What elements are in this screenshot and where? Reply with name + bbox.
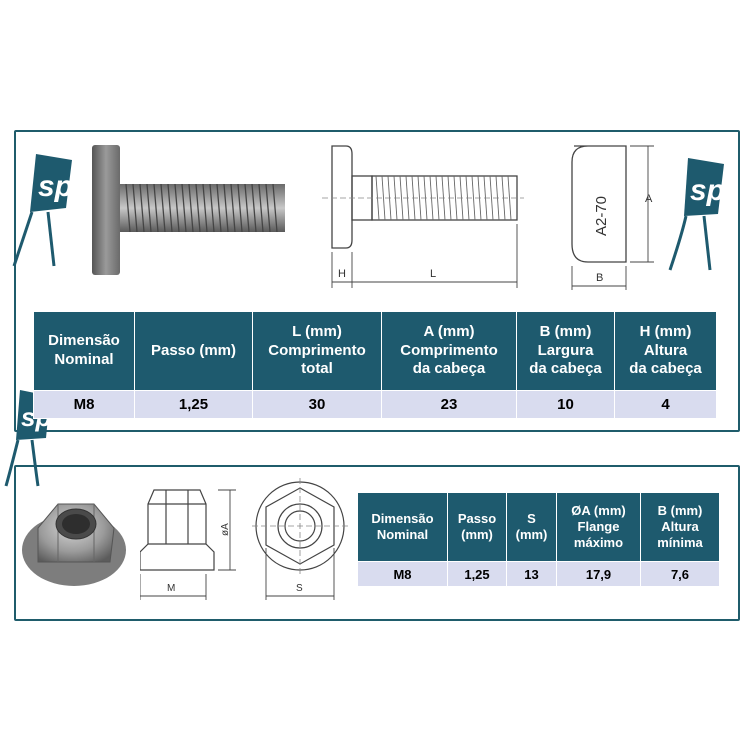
nut-m-label: M <box>167 583 175 594</box>
bolt-head-drawing: A2-70 A B <box>571 145 654 290</box>
bolt-side-drawing: H L <box>322 145 524 288</box>
bolt-h-label: H <box>338 268 346 280</box>
sp-logo-icon: sp <box>12 154 73 267</box>
nut-photo <box>22 503 126 586</box>
table-cell: 7,6 <box>640 561 720 587</box>
table-cell: 1,25 <box>134 390 253 419</box>
col-passo: Passo(mm) <box>447 492 507 562</box>
head-marking-label: A2-70 <box>593 196 610 236</box>
nut-side-drawing: øA M <box>140 489 236 600</box>
nut-s-label: S <box>296 583 303 594</box>
svg-text:sp: sp <box>690 174 725 207</box>
table-cell: M8 <box>33 390 135 419</box>
table-row: M8 1,25 30 23 10 4 <box>33 390 717 419</box>
sp-logo-icon: sp <box>668 158 725 271</box>
bolt-l-label: L <box>430 268 436 280</box>
table-cell: 10 <box>516 390 615 419</box>
head-a-label: A <box>645 193 653 205</box>
table-cell: M8 <box>357 561 448 587</box>
table-row: M8 1,25 13 17,9 7,6 <box>357 561 720 587</box>
table-cell: 30 <box>252 390 382 419</box>
table-cell: 23 <box>381 390 517 419</box>
table-cell: 1,25 <box>447 561 507 587</box>
table-cell: 17,9 <box>556 561 641 587</box>
svg-text:sp: sp <box>38 170 73 203</box>
bolt-photo <box>92 145 285 275</box>
nut-top-drawing: S <box>252 478 348 600</box>
col-passo: Passo (mm) <box>134 311 253 391</box>
head-b-label: B <box>596 272 603 284</box>
col-s: S(mm) <box>506 492 557 562</box>
table-cell: 4 <box>614 390 717 419</box>
nut-diameter-label: øA <box>220 523 231 536</box>
table-cell: 13 <box>506 561 557 587</box>
